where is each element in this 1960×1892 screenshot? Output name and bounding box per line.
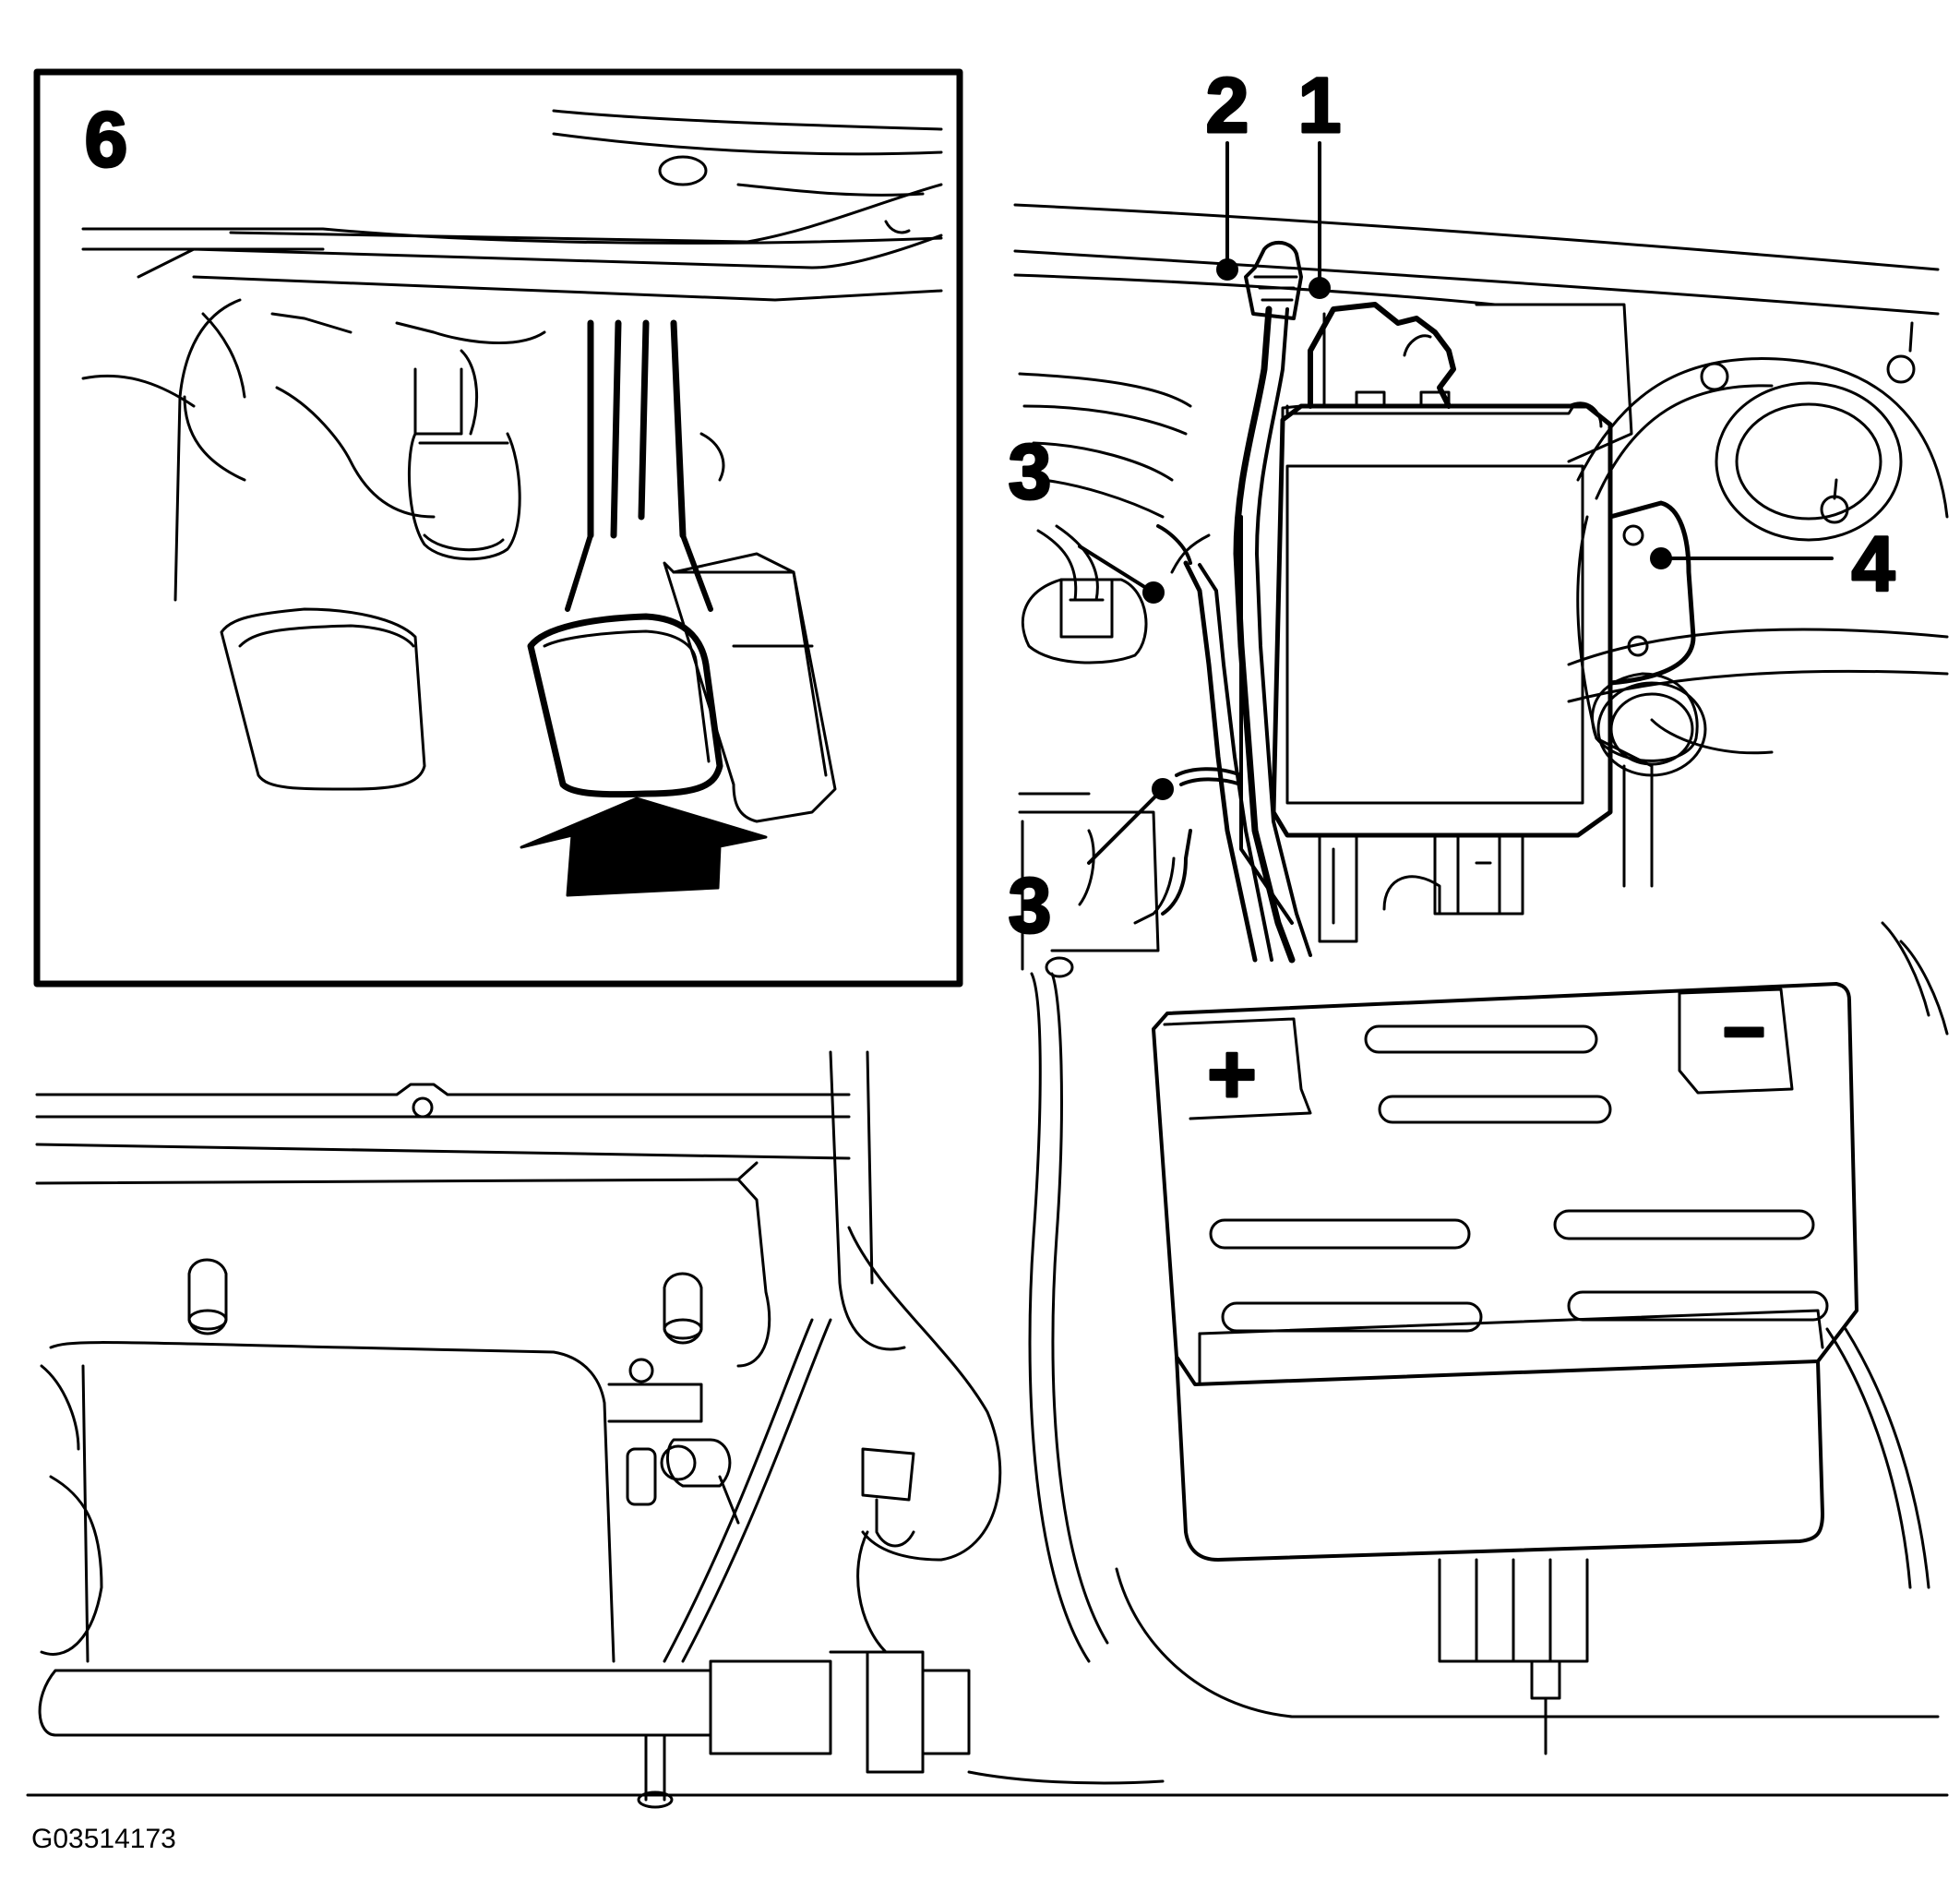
inset-panel	[33, 68, 963, 988]
battery-cables	[1133, 240, 1312, 964]
callout-3-lower: 3	[1009, 862, 1052, 949]
callout-1: 1	[1298, 62, 1342, 149]
callout-leaders	[1078, 141, 1834, 865]
battery	[1152, 982, 1858, 1755]
engine-lower-left	[26, 921, 1949, 1809]
battery-plus-symbol: +	[1207, 1027, 1257, 1121]
callout-2: 2	[1206, 62, 1249, 149]
engine-bay-background	[1013, 203, 1940, 1663]
callout-3-upper: 3	[1009, 428, 1052, 515]
battery-minus-symbol: −	[1723, 990, 1766, 1072]
callout-4: 4	[1852, 521, 1895, 607]
arrow-up-icon	[520, 796, 768, 897]
callout-6: 6	[85, 96, 128, 183]
reservoir-cap	[1591, 672, 1707, 888]
figure-code: G03514173	[31, 1824, 176, 1854]
